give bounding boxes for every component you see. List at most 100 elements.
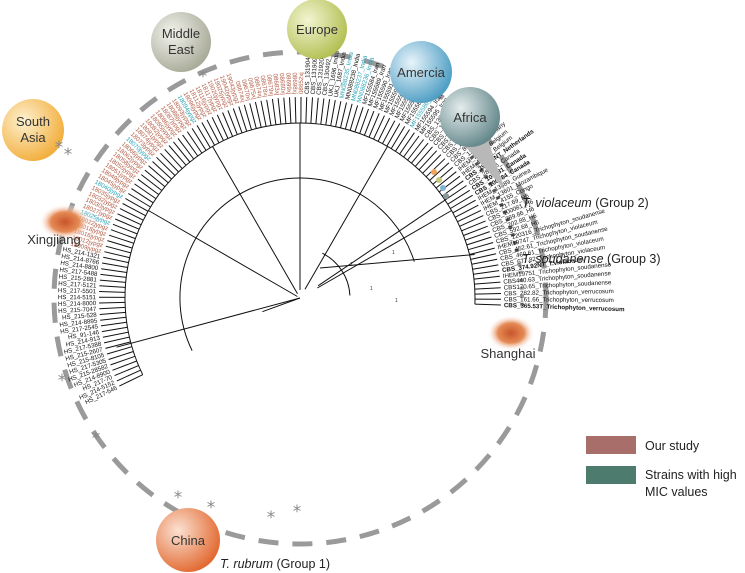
leaf-label: CBS_282.82_Trichophyton_verrucosum: [504, 288, 614, 297]
bootstrap-value: 1: [392, 250, 395, 256]
branch: [122, 203, 146, 217]
legend: Our study Strains with high MIC values: [586, 436, 737, 499]
branch: [317, 199, 446, 287]
region-shanghai: Shanghai: [481, 315, 536, 361]
branch: [99, 279, 126, 283]
region-china: China: [156, 508, 220, 572]
branch: [116, 369, 141, 382]
branch: [222, 112, 234, 137]
group-name: T. violaceum: [522, 196, 592, 210]
branch: [349, 105, 359, 131]
leaf-label: HS_217-5501: [58, 287, 97, 295]
region-label: Middle: [162, 26, 200, 41]
branch: [422, 154, 442, 174]
branch: [473, 275, 500, 280]
bootstrap-value: 1: [370, 286, 373, 292]
branch: [144, 169, 166, 188]
branch: [100, 321, 127, 327]
branch: [411, 142, 429, 164]
leaf-label: HS_217-5121: [58, 280, 97, 289]
leaf-label: HS_215-2881: [58, 273, 97, 283]
asterisk-mark: *: [199, 67, 208, 87]
legend-label: Strains with high: [645, 468, 737, 482]
region-label: Amercia: [397, 65, 445, 80]
branch: [310, 97, 313, 124]
branch: [168, 145, 187, 166]
leaf-label: CBS_131904_Thailand: [304, 29, 313, 94]
bootstrap-value: 1: [395, 298, 398, 304]
branch: [107, 240, 133, 249]
marker-dot: [436, 177, 442, 183]
branch: [317, 210, 452, 289]
branch: [447, 189, 470, 205]
region-circle: [156, 508, 220, 572]
tree-branches: [98, 96, 502, 387]
branch: [103, 336, 130, 344]
branch: [432, 166, 454, 185]
branch: [102, 331, 129, 338]
region-circle: [151, 12, 211, 72]
leaf-label: 08698xj: [291, 72, 299, 94]
region-blob: [39, 204, 91, 240]
branch: [271, 98, 277, 125]
branch: [359, 108, 369, 134]
asterisk-mark: *: [207, 498, 216, 518]
high-mic-asterisks: * * * * * * * * *: [55, 67, 302, 528]
branch: [390, 126, 406, 149]
branch: [112, 223, 138, 235]
violaceum-arc: [468, 154, 520, 253]
branch: [114, 365, 139, 377]
legend-swatch-our-study: [586, 436, 636, 454]
region-south-asia: South Asia: [2, 99, 64, 161]
branch: [468, 242, 494, 251]
region-middle-east: Middle East: [151, 12, 211, 72]
branch: [216, 114, 229, 139]
marker-dot: [440, 185, 446, 191]
region-africa: Africa: [440, 87, 500, 147]
branch: [101, 326, 128, 333]
branch: [254, 101, 262, 128]
branch: [106, 346, 133, 355]
group-label-rubrum: T. rubrum (Group 1): [220, 557, 330, 571]
branch: [125, 198, 149, 212]
branch: [425, 158, 446, 178]
branch: [304, 146, 388, 290]
branch: [99, 291, 126, 293]
branch: [182, 134, 199, 157]
branch: [315, 97, 319, 124]
group-label-soudanense: T. soudanense (Group 3): [522, 252, 661, 266]
branch: [461, 220, 486, 232]
asterisk-mark: *: [58, 371, 67, 391]
region-xingjiang: Xingjiang: [27, 204, 91, 247]
branch: [105, 245, 132, 254]
region-amercia: Amercia: [390, 41, 452, 103]
branch: [277, 98, 282, 125]
leaf-label: HS_214-8895: [59, 318, 98, 329]
branch: [377, 117, 391, 142]
branch: [320, 98, 325, 125]
africa-dots: [431, 169, 449, 199]
branch: [117, 213, 142, 226]
branch: [112, 360, 137, 371]
group-name: T. rubrum: [220, 557, 273, 571]
soudanense-arc: [516, 259, 524, 306]
branch: [474, 303, 501, 306]
branch: [262, 297, 301, 313]
branch: [103, 256, 129, 264]
branch: [100, 316, 127, 321]
branch: [105, 341, 131, 349]
branch: [319, 254, 475, 269]
branch: [414, 146, 433, 167]
leaf-label: 08652xj: [298, 72, 305, 94]
group-number: (Group 1): [273, 557, 330, 571]
branch: [108, 351, 134, 360]
group-number: (Group 3): [604, 252, 661, 266]
leaf-label: 09675xj: [246, 77, 258, 100]
asterisk-mark: *: [55, 138, 64, 158]
region-europe: Europe: [287, 0, 347, 59]
leaf-label: HS_215-7047: [58, 306, 97, 315]
branch: [344, 103, 353, 130]
branch: [131, 188, 154, 204]
branch: [403, 135, 420, 158]
leaf-label: 08679xj: [265, 74, 275, 96]
